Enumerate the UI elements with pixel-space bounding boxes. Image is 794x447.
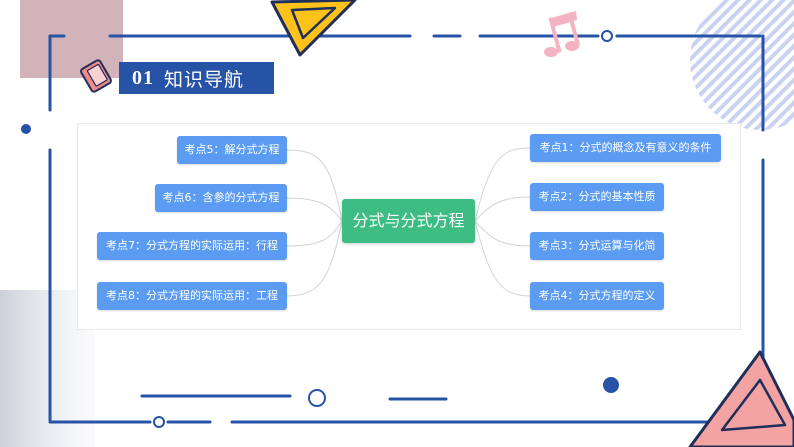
striped-circle-top-right (690, 0, 794, 130)
frame-border (48, 34, 765, 424)
dot-left (21, 124, 31, 134)
frame-ring-bottom-left (153, 416, 165, 428)
yellow-triangle (270, 0, 357, 57)
mindmap-node-point3: 考点3：分式运算与化简 (530, 232, 664, 260)
dot-bottom-right (603, 377, 619, 393)
mindmap-node-point1: 考点1：分式的概念及有意义的条件 (530, 134, 721, 162)
pink-triangle (688, 350, 794, 447)
section-header: 01 知识导航 (119, 62, 274, 94)
mindmap-node-point2: 考点2：分式的基本性质 (530, 183, 664, 211)
music-note-icon (544, 11, 581, 57)
section-title: 知识导航 (164, 68, 245, 91)
mindmap-node-point7: 考点7：分式方程的实际运用：行程 (97, 232, 287, 260)
frame-ring-bottom-center (308, 389, 326, 407)
mindmap-node-point8: 考点8：分式方程的实际运用：工程 (97, 282, 287, 310)
mindmap-node-point6: 考点6：含参的分式方程 (155, 184, 287, 212)
frame-ring-top (601, 30, 613, 42)
book-icon (80, 59, 112, 93)
corner-square-top-left (20, 0, 123, 78)
mindmap-node-point5: 考点5：解分式方程 (177, 136, 287, 164)
mindmap-center-node: 分式与分式方程 (342, 199, 475, 243)
mindmap-node-point4: 考点4：分式方程的定义 (530, 282, 664, 310)
section-number: 01 (132, 66, 154, 89)
